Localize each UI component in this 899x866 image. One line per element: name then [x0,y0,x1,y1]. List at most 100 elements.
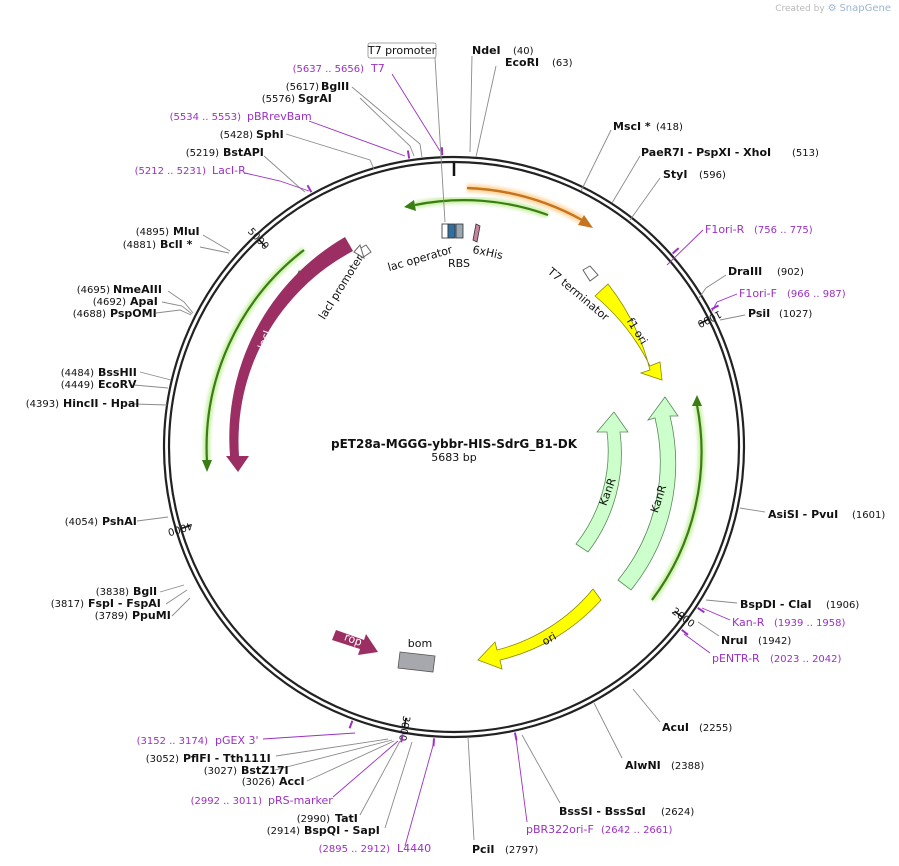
site-label: (1601) [852,510,885,521]
site-label: AsiSI - PvuI [768,508,838,521]
backbone-inner-ring [167,160,741,734]
site-label: BspQI - SapI [304,824,380,837]
site-label: DraIII [728,265,762,278]
rbs-label: RBS [448,257,470,270]
orf-green-top [404,196,550,219]
right-site-labels: NdeI (40) EcoRI (63) MscI * (418) PaeR7I… [467,44,885,856]
site-leader [719,314,746,321]
site-leader [384,741,413,829]
ruler-tick [403,717,407,728]
site-label: FspI - FspAI [88,597,161,610]
orf-green-right [649,395,705,603]
primer-label: (2895 .. 2912) [319,844,391,855]
site-label: (4695) [77,285,110,296]
site-label: (596) [699,170,726,181]
laci-feature [226,237,353,472]
site-label: BstAPI [223,146,264,159]
site-label: BssHII [98,366,137,379]
ori-label: ori [540,630,559,648]
site-label: MscI * [613,120,651,133]
site-label: (4688) [73,309,106,320]
kanr-inner-feature [575,411,629,553]
primer-tick [348,720,354,729]
ori-feature [477,588,602,670]
t7-promoter-leader [434,57,446,223]
left-site-labels: (5617) BglII (5576) SgrAI (5428) SphI (5… [26,80,423,837]
site-label: TatI [335,812,358,825]
site-leader [467,736,475,841]
site-leader [167,290,194,314]
primer-leader [666,229,704,266]
orf-green-left [202,247,307,472]
primer-label: (5212 .. 5231) [135,166,207,177]
t7-promoter-label: T7 promoter [367,44,437,57]
site-label: (1906) [826,600,859,611]
primer-tick [681,628,689,636]
site-leader [632,688,661,723]
site-label: (2914) [267,826,300,837]
site-label: PspOMI [110,307,157,320]
ruler-tick [699,318,710,325]
site-label: PflFI - Tth111I [183,752,271,765]
site-leader [469,55,473,153]
site-label: EcoRI [505,56,539,69]
primer-tick [306,184,313,193]
site-label: AlwNI [625,759,661,772]
site-label: AccI [279,775,305,788]
site-label: BclI * [160,238,193,251]
primer-tick [711,304,720,311]
primer-leader [683,633,711,654]
site-label: ApaI [130,295,158,308]
t7-box-feature [447,223,456,239]
site-label: (3789) [95,611,128,622]
primer-leader [404,741,435,847]
site-label: BspDI - ClaI [740,598,812,611]
site-leader [136,516,169,522]
primer-leader [262,732,356,740]
primer-label: Kan-R [732,616,765,629]
site-label: PaeR7I - PspXI - XhoI [641,146,771,159]
primer-label: (3152 .. 3174) [137,736,209,747]
kanr-outer-feature [617,396,679,591]
site-label: (4895) [136,227,169,238]
site-leader [263,155,306,193]
site-leader [697,621,720,637]
primer-label: pRS-marker [268,794,333,807]
rop-label: rop [343,631,364,649]
orf-orange-top [466,184,593,228]
site-leader [155,309,192,316]
primer-label: pGEX 3' [215,734,259,747]
site-label: (5617) [286,82,319,93]
primer-leader [515,737,528,823]
rop-feature [332,630,378,655]
site-label: (2624) [661,807,694,818]
primer-label: (756 .. 775) [754,225,813,236]
f1-ori-label: f1 ori [624,316,650,347]
site-label: (2388) [671,761,704,772]
primer-label: F1ori-F [739,287,777,300]
primer-labels: (5637 .. 5656) T7 (5534 .. 5553) pBRrevB… [135,62,846,855]
plasmid-name: pET28a-MGGG-ybbr-HIS-SdrG_B1-DK [331,437,578,452]
site-label: (4393) [26,399,59,410]
site-leader [159,584,185,593]
rbs-feature [455,223,464,239]
bom-feature [397,651,436,673]
site-leader [521,734,561,804]
site-label: (5428) [220,130,253,141]
site-label: (3052) [146,754,179,765]
lac-operator-feature [441,223,449,239]
site-label: PsiI [748,307,770,320]
site-label: (4484) [61,368,94,379]
site-leader [171,597,191,617]
site-label: (4054) [65,517,98,528]
site-leader [629,177,661,221]
site-leader [611,155,641,204]
site-label: (513) [792,148,819,159]
site-leader [165,589,188,605]
ruler-label: 3000 [396,715,411,742]
site-label: AcuI [662,721,689,734]
site-leader [475,65,497,158]
primer-tick [406,150,411,159]
primer-label: (2642 .. 2661) [601,825,673,836]
site-leader [306,740,395,782]
